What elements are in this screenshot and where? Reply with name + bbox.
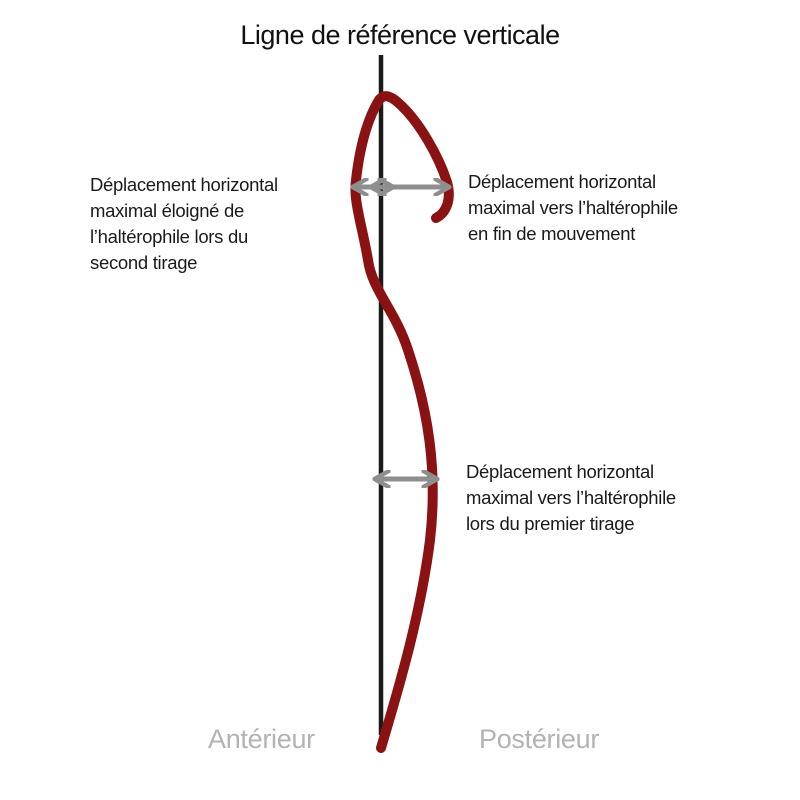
second-pull-annotation: Déplacement horizontal maximal éloigné d…: [90, 172, 278, 276]
annotation-line: Déplacement horizontal: [90, 174, 278, 195]
diagram-title: Ligne de référence verticale: [240, 20, 560, 50]
annotation-line: en fin de mouvement: [468, 223, 636, 244]
anterior-label: Antérieur: [208, 724, 315, 754]
annotation-line: second tirage: [90, 252, 198, 273]
annotation-line: lors du premier tirage: [466, 513, 635, 534]
first-pull-annotation: Déplacement horizontal maximal vers l’ha…: [466, 459, 676, 537]
annotation-line: Déplacement horizontal: [466, 461, 654, 482]
annotation-line: maximal vers l’haltérophile: [466, 487, 676, 508]
end-movement-annotation: Déplacement horizontal maximal vers l’ha…: [468, 169, 678, 247]
posterior-label: Postérieur: [479, 724, 600, 754]
annotation-line: maximal éloigné de: [90, 200, 244, 221]
annotation-line: Déplacement horizontal: [468, 171, 656, 192]
annotation-line: maximal vers l’haltérophile: [468, 197, 678, 218]
annotation-line: l’haltérophile lors du: [90, 226, 248, 247]
bar-trajectory-path: [350, 91, 454, 753]
